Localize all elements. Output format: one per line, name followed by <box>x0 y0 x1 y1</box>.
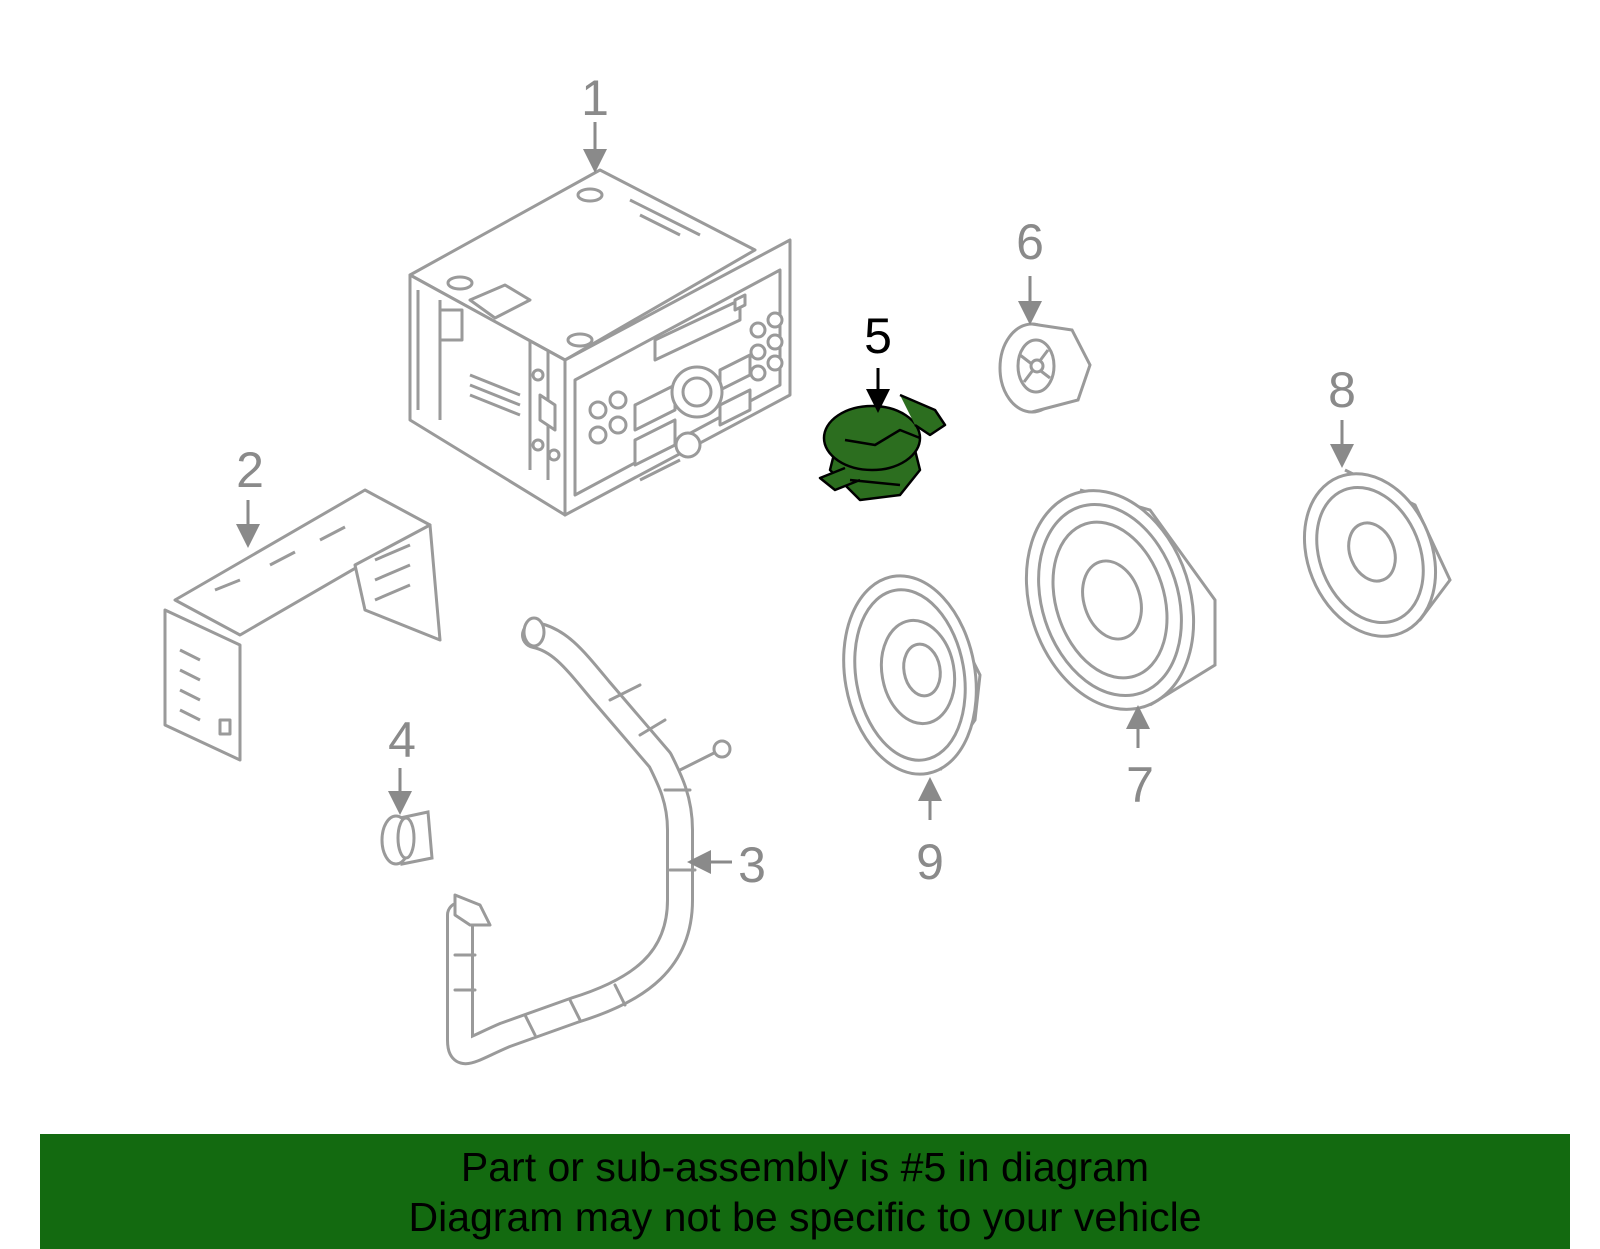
callout-9: 9 <box>916 834 944 890</box>
part-5-tweeter-highlighted <box>818 393 947 502</box>
part-4-connector <box>380 810 434 866</box>
callout-5: 5 <box>864 308 892 364</box>
callout-6: 6 <box>1016 214 1044 270</box>
part-6-tweeter <box>998 322 1092 414</box>
banner-line-1: Part or sub-assembly is #5 in diagram <box>460 1144 1150 1190</box>
callout-8: 8 <box>1328 362 1356 418</box>
part-9-speaker <box>842 574 982 776</box>
callout-arrows <box>236 122 1354 874</box>
callout-3: 3 <box>738 837 766 893</box>
callout-2: 2 <box>236 442 264 498</box>
callout-7: 7 <box>1126 757 1154 813</box>
part-1-radio-unit <box>408 168 792 517</box>
parts-diagram <box>163 122 1452 1066</box>
part-3-cable-harness <box>446 616 732 1066</box>
part-8-speaker <box>1302 468 1452 638</box>
part-7-speaker <box>1024 488 1217 711</box>
banner-line-2: Diagram may not be specific to your vehi… <box>408 1194 1202 1240</box>
part-2-bracket <box>163 488 442 762</box>
callout-1: 1 <box>581 70 609 126</box>
callout-4: 4 <box>388 712 416 768</box>
info-banner: Part or sub-assembly is #5 in diagram Di… <box>40 1134 1570 1249</box>
